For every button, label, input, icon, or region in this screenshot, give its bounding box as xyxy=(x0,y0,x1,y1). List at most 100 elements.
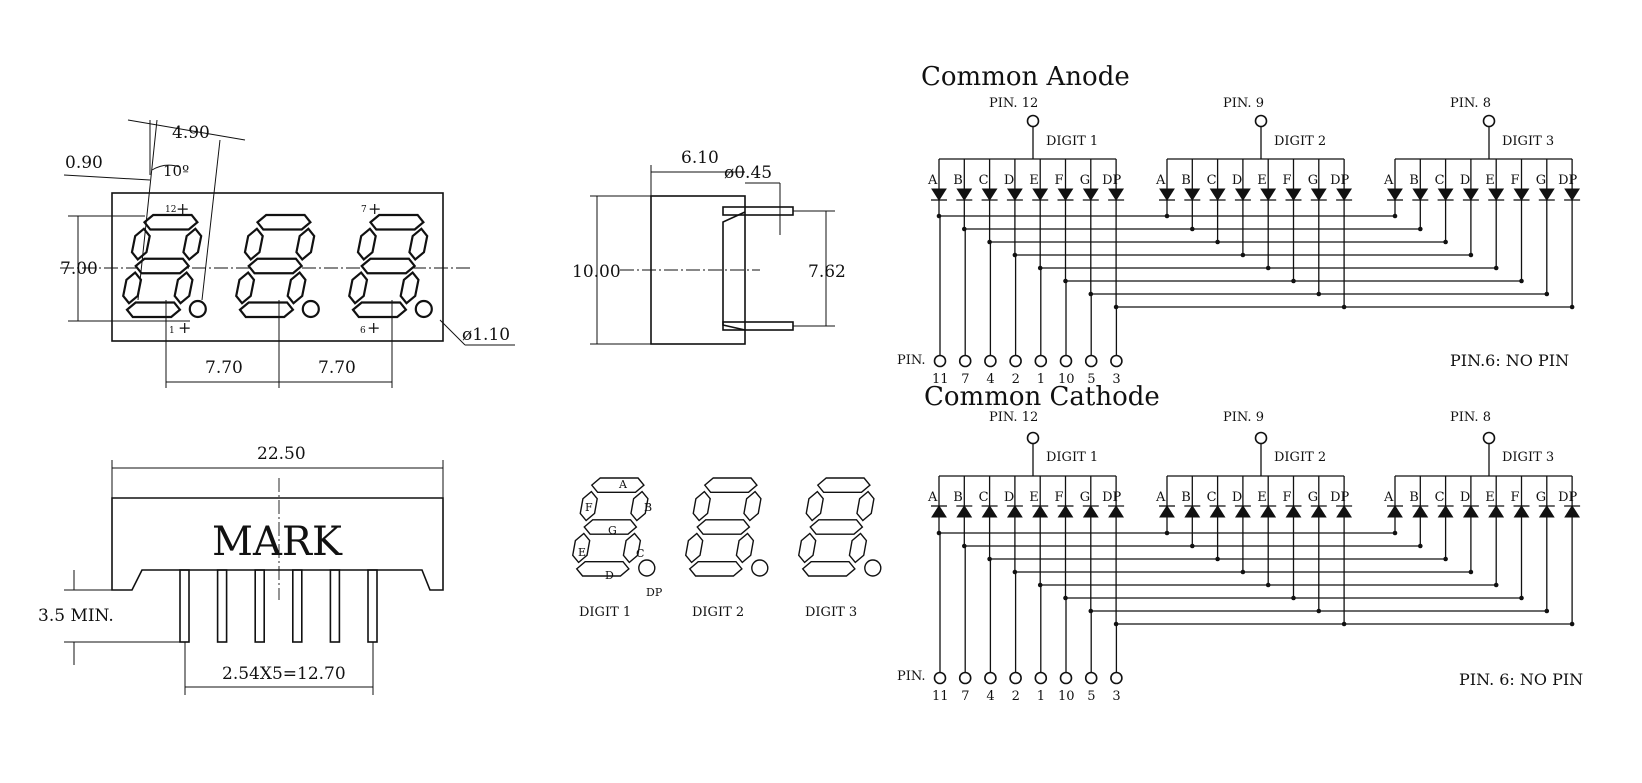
segment-b xyxy=(856,490,875,522)
segment-label: E xyxy=(1485,173,1495,188)
schematic-title: Common Anode xyxy=(921,62,1130,92)
segment-label: D xyxy=(1460,490,1470,505)
segment-a xyxy=(142,213,199,231)
led-diode xyxy=(981,505,998,518)
common-pin xyxy=(1254,431,1268,445)
segment-label: D xyxy=(1460,173,1470,188)
led-diode xyxy=(1057,188,1074,201)
segment-g xyxy=(134,257,191,275)
segment-label: F xyxy=(1511,173,1520,188)
segment-label: D xyxy=(1232,173,1242,188)
led-diode xyxy=(1513,505,1530,518)
segment-pin-number: 1 xyxy=(1037,372,1045,387)
segment-d xyxy=(125,301,182,319)
led-diode xyxy=(1260,505,1277,518)
segment-e xyxy=(797,532,817,564)
led-diode xyxy=(1260,188,1277,201)
segment-g xyxy=(696,519,751,535)
digit-label-1: DIGIT 1 xyxy=(1046,450,1098,465)
segment-label: DP xyxy=(1558,490,1577,505)
segment-pin-number: 4 xyxy=(986,372,994,387)
led-diode xyxy=(1564,188,1581,201)
led-diode xyxy=(1184,505,1201,518)
segment-g xyxy=(809,519,864,535)
side-view: 6.10 ø0.45 10.00 7.62 xyxy=(572,148,846,345)
led-diode xyxy=(956,505,973,518)
segment-d xyxy=(351,301,408,319)
segment-pin-number: 10 xyxy=(1058,372,1075,387)
bottom-pin xyxy=(329,569,341,643)
segment-label: DP xyxy=(1558,173,1577,188)
led-diode xyxy=(1462,505,1479,518)
led-diode xyxy=(1234,188,1251,201)
led-diode xyxy=(1234,505,1251,518)
segment-d xyxy=(801,561,856,577)
common-pin-label-1: PIN. 12 xyxy=(989,96,1038,111)
segment-label: A xyxy=(1155,173,1166,188)
dim-length-label: 22.50 xyxy=(257,444,306,464)
led-diode xyxy=(1336,505,1353,518)
legend-digit-glyph-1 xyxy=(571,477,656,577)
segment-pin-number: 11 xyxy=(932,689,949,704)
led-diode xyxy=(1513,188,1530,201)
dim-pitch-1-label: 7.70 xyxy=(205,358,243,378)
dim-side-height-label: 10.00 xyxy=(572,262,621,282)
led-diode xyxy=(1387,188,1403,201)
led-diode xyxy=(1310,188,1327,201)
legend-digits xyxy=(571,477,882,577)
dim-pin-length-label: 3.5 MIN. xyxy=(38,606,114,626)
common-pin xyxy=(1482,114,1496,128)
plus-mark-bottom-left: + xyxy=(178,318,191,337)
segment-a xyxy=(368,213,425,231)
led-diode xyxy=(1108,188,1125,201)
front-digit-1 xyxy=(122,213,207,319)
segment-a xyxy=(590,477,645,493)
segment-pin xyxy=(1110,671,1123,685)
dim-digit-width-label: 4.90 xyxy=(172,123,210,143)
segment-pin xyxy=(984,354,997,368)
led-diode xyxy=(1209,188,1226,201)
segment-label: E xyxy=(1029,173,1039,188)
common-pin-label-2: PIN. 9 xyxy=(1223,96,1264,111)
led-diode xyxy=(1437,188,1454,201)
led-diode xyxy=(956,188,973,201)
plus-mark-bottom-right: + xyxy=(367,318,380,337)
segment-label: E xyxy=(1485,490,1495,505)
segment-legend: A B C D E F G DP DIGIT 1 DIGIT 2 DIGIT 3 xyxy=(571,477,882,620)
led-diode xyxy=(1336,188,1353,201)
bottom-pin xyxy=(216,569,228,643)
led-diode xyxy=(1437,505,1454,518)
dim-height-label: 7.00 xyxy=(60,259,98,279)
no-pin-note: PIN. 6: NO PIN xyxy=(1459,670,1583,689)
plus-mark-top-right: + xyxy=(368,199,381,218)
bottom-view: MARK 22.50 3.5 MIN. 2.54X5=12.70 xyxy=(38,444,444,695)
led-diode xyxy=(1184,188,1201,201)
digit-label-3: DIGIT 3 xyxy=(1502,134,1554,149)
led-diode xyxy=(1159,188,1175,201)
segment-label: B xyxy=(953,173,963,188)
segment-g xyxy=(583,519,638,535)
decimal-point xyxy=(188,299,207,319)
segment-d xyxy=(688,561,743,577)
led-diode xyxy=(1285,505,1302,518)
segment-label: E xyxy=(1257,173,1267,188)
segment-pin xyxy=(1034,671,1048,685)
led-diode xyxy=(1488,188,1505,201)
legend-digit-3: DIGIT 3 xyxy=(805,605,857,620)
segment-label: DP xyxy=(1330,490,1349,505)
digit-label-1: DIGIT 1 xyxy=(1046,134,1098,149)
digit-label-2: DIGIT 2 xyxy=(1274,450,1326,465)
legend-seg-e: E xyxy=(578,546,586,559)
segment-b xyxy=(295,227,316,262)
segment-pin-number: 11 xyxy=(932,372,949,387)
segment-a xyxy=(255,213,312,231)
segment-g xyxy=(247,257,304,275)
segment-pin xyxy=(1110,354,1123,368)
digit-label-3: DIGIT 3 xyxy=(1502,450,1554,465)
led-diode xyxy=(1412,505,1429,518)
pin-prefix: PIN. xyxy=(897,353,926,368)
segment-e xyxy=(348,270,369,305)
segment-e xyxy=(571,532,591,564)
front-view-body xyxy=(111,192,444,342)
segment-d xyxy=(238,301,295,319)
